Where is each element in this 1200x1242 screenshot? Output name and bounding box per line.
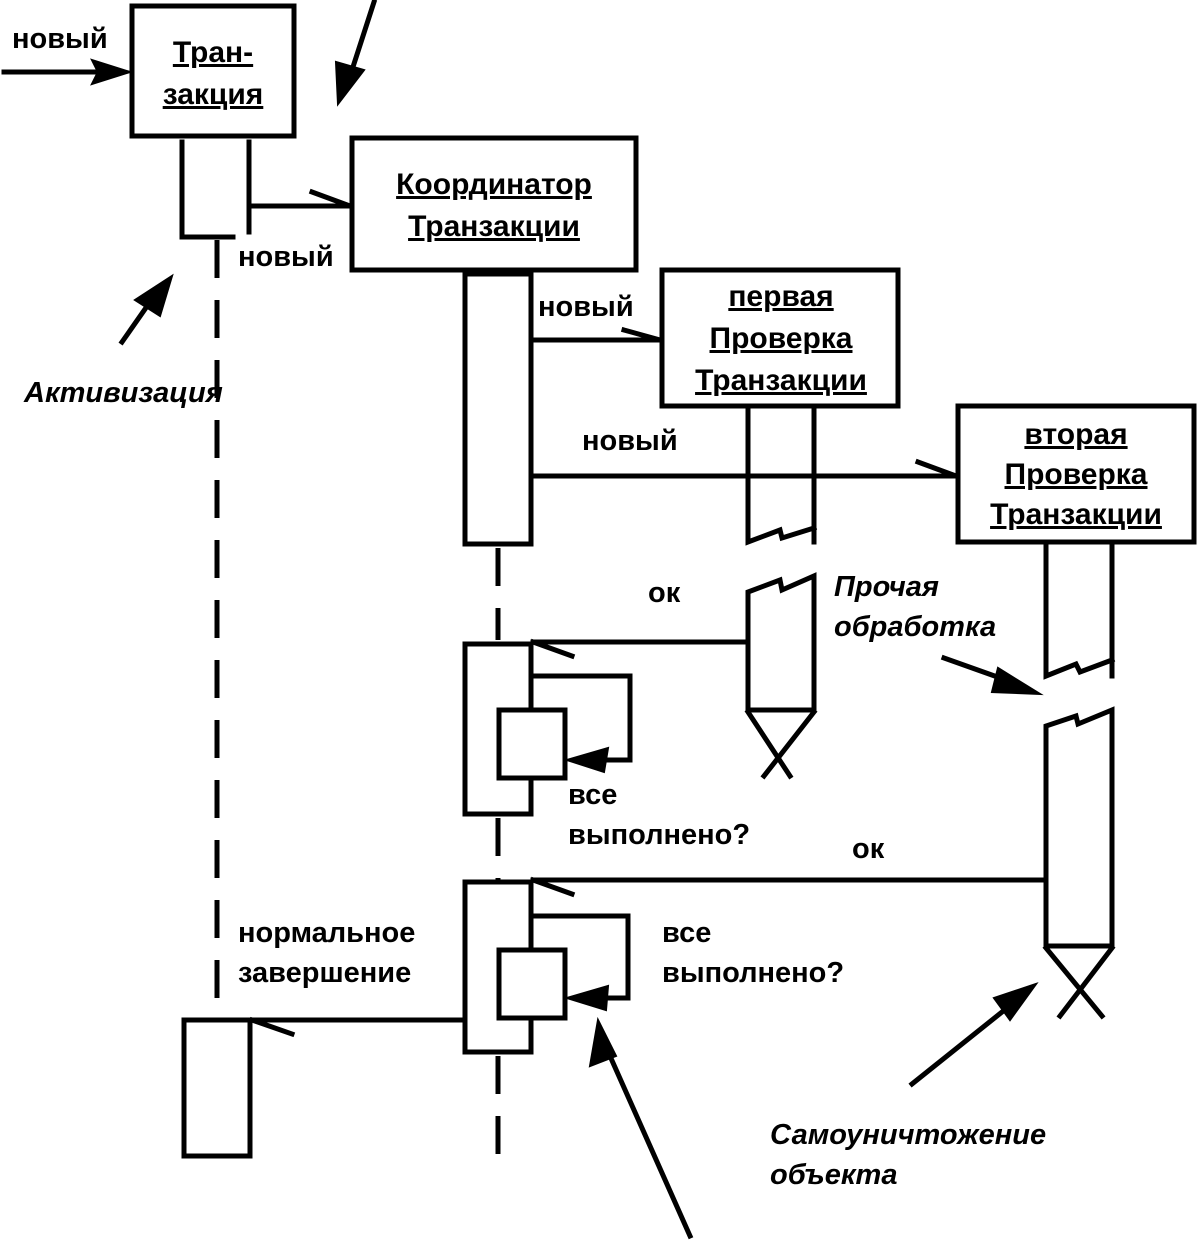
object-box-second-check (955, 403, 1197, 545)
object-label-line-1: вторая (1024, 418, 1127, 451)
activation-first-check-top (745, 407, 818, 546)
annotation-self-destruction-line-1: Самоуничтожение (770, 1119, 1046, 1151)
message-label-self-check-1-line-2: выполнено? (568, 819, 750, 851)
object-box-transaction (129, 3, 297, 139)
destruction-second-check-right (1056, 944, 1116, 1020)
message-label-normal-completion-line-2: завершение (238, 957, 411, 989)
arrowhead-icon (334, 60, 366, 107)
message-label-normal-completion-line-1: нормальное (238, 917, 415, 949)
activation-transaction-bottom (181, 1017, 253, 1159)
object-box-first-check (659, 267, 901, 409)
annotation-activation: Активизация (23, 377, 223, 409)
object-transaction: Тран- закция (129, 3, 297, 139)
object-label-line-1: Координатор (396, 168, 592, 201)
message-label-self-check-2-line-2: выполнено? (662, 957, 844, 989)
object-second-check: вторая Проверка Транзакции (955, 403, 1197, 545)
message-self-check-1 (530, 673, 633, 763)
object-label-line-2: Транзакции (408, 210, 580, 243)
arrowhead-icon (563, 984, 610, 1012)
object-label-line-3: Транзакции (695, 364, 867, 397)
arrowhead-icon (588, 1016, 618, 1068)
arrowhead-icon (990, 666, 1044, 696)
object-label-line-1: Тран- (173, 36, 253, 69)
message-label-create-transaction: новый (12, 23, 108, 55)
annotation-other-processing-line-2: обработка (834, 611, 996, 643)
activation-second-check-top (1043, 543, 1116, 680)
message-label-create-second-check: новый (582, 425, 678, 457)
object-label-line-1: первая (728, 280, 833, 313)
open-arrowhead-icon (529, 876, 576, 898)
message-label-self-check-2-line-1: все (662, 917, 711, 949)
nested-activation-2 (496, 947, 568, 1021)
destruction-first-check-left (744, 708, 794, 780)
message-label-self-check-1-line-1: все (568, 779, 617, 811)
object-label-line-2: Проверка (1005, 458, 1148, 491)
annotation-self-destruction-line-2: объекта (770, 1159, 897, 1191)
annotation-arrow-top (348, 0, 378, 74)
annotation-arrow-nested (606, 1052, 694, 1240)
annotation-other-processing-line-1: Прочая (834, 571, 939, 603)
destruction-second-check-left (1042, 944, 1106, 1020)
arrowhead-icon (563, 746, 610, 774)
annotation-arrow-self-destruction (908, 1000, 1016, 1088)
open-arrowhead-icon (308, 188, 354, 210)
destruction-first-check-right (760, 708, 818, 780)
object-first-check: первая Проверка Транзакции (659, 267, 901, 409)
object-box-coordinator (349, 135, 639, 273)
message-label-create-first-check: новый (538, 291, 634, 323)
message-label-ok-second: ок (852, 833, 885, 865)
object-label-line-3: Транзакции (990, 498, 1162, 531)
message-label-ok-first: ок (648, 577, 681, 609)
activation-first-check-bottom (745, 572, 817, 713)
arrowhead-icon (133, 273, 174, 318)
nested-activation-1 (496, 707, 568, 781)
message-label-create-coordinator: новый (238, 241, 334, 273)
object-coordinator: Координатор Транзакции (349, 135, 639, 273)
arrowhead-icon (992, 982, 1039, 1022)
activation-second-check-bottom (1043, 706, 1115, 949)
object-label-line-2: Проверка (710, 322, 853, 355)
object-label-line-2: закция (163, 78, 264, 111)
arrowhead-icon (90, 58, 134, 86)
open-arrowhead-icon (248, 1016, 296, 1038)
annotation-arrow-activation (118, 298, 154, 346)
activation-transaction-top (179, 139, 236, 240)
open-arrowhead-icon (529, 638, 576, 660)
open-arrowhead-icon (620, 326, 664, 344)
open-arrowhead-icon (914, 458, 960, 480)
activation-coordinator (462, 271, 534, 547)
message-self-check-2 (530, 913, 631, 1001)
